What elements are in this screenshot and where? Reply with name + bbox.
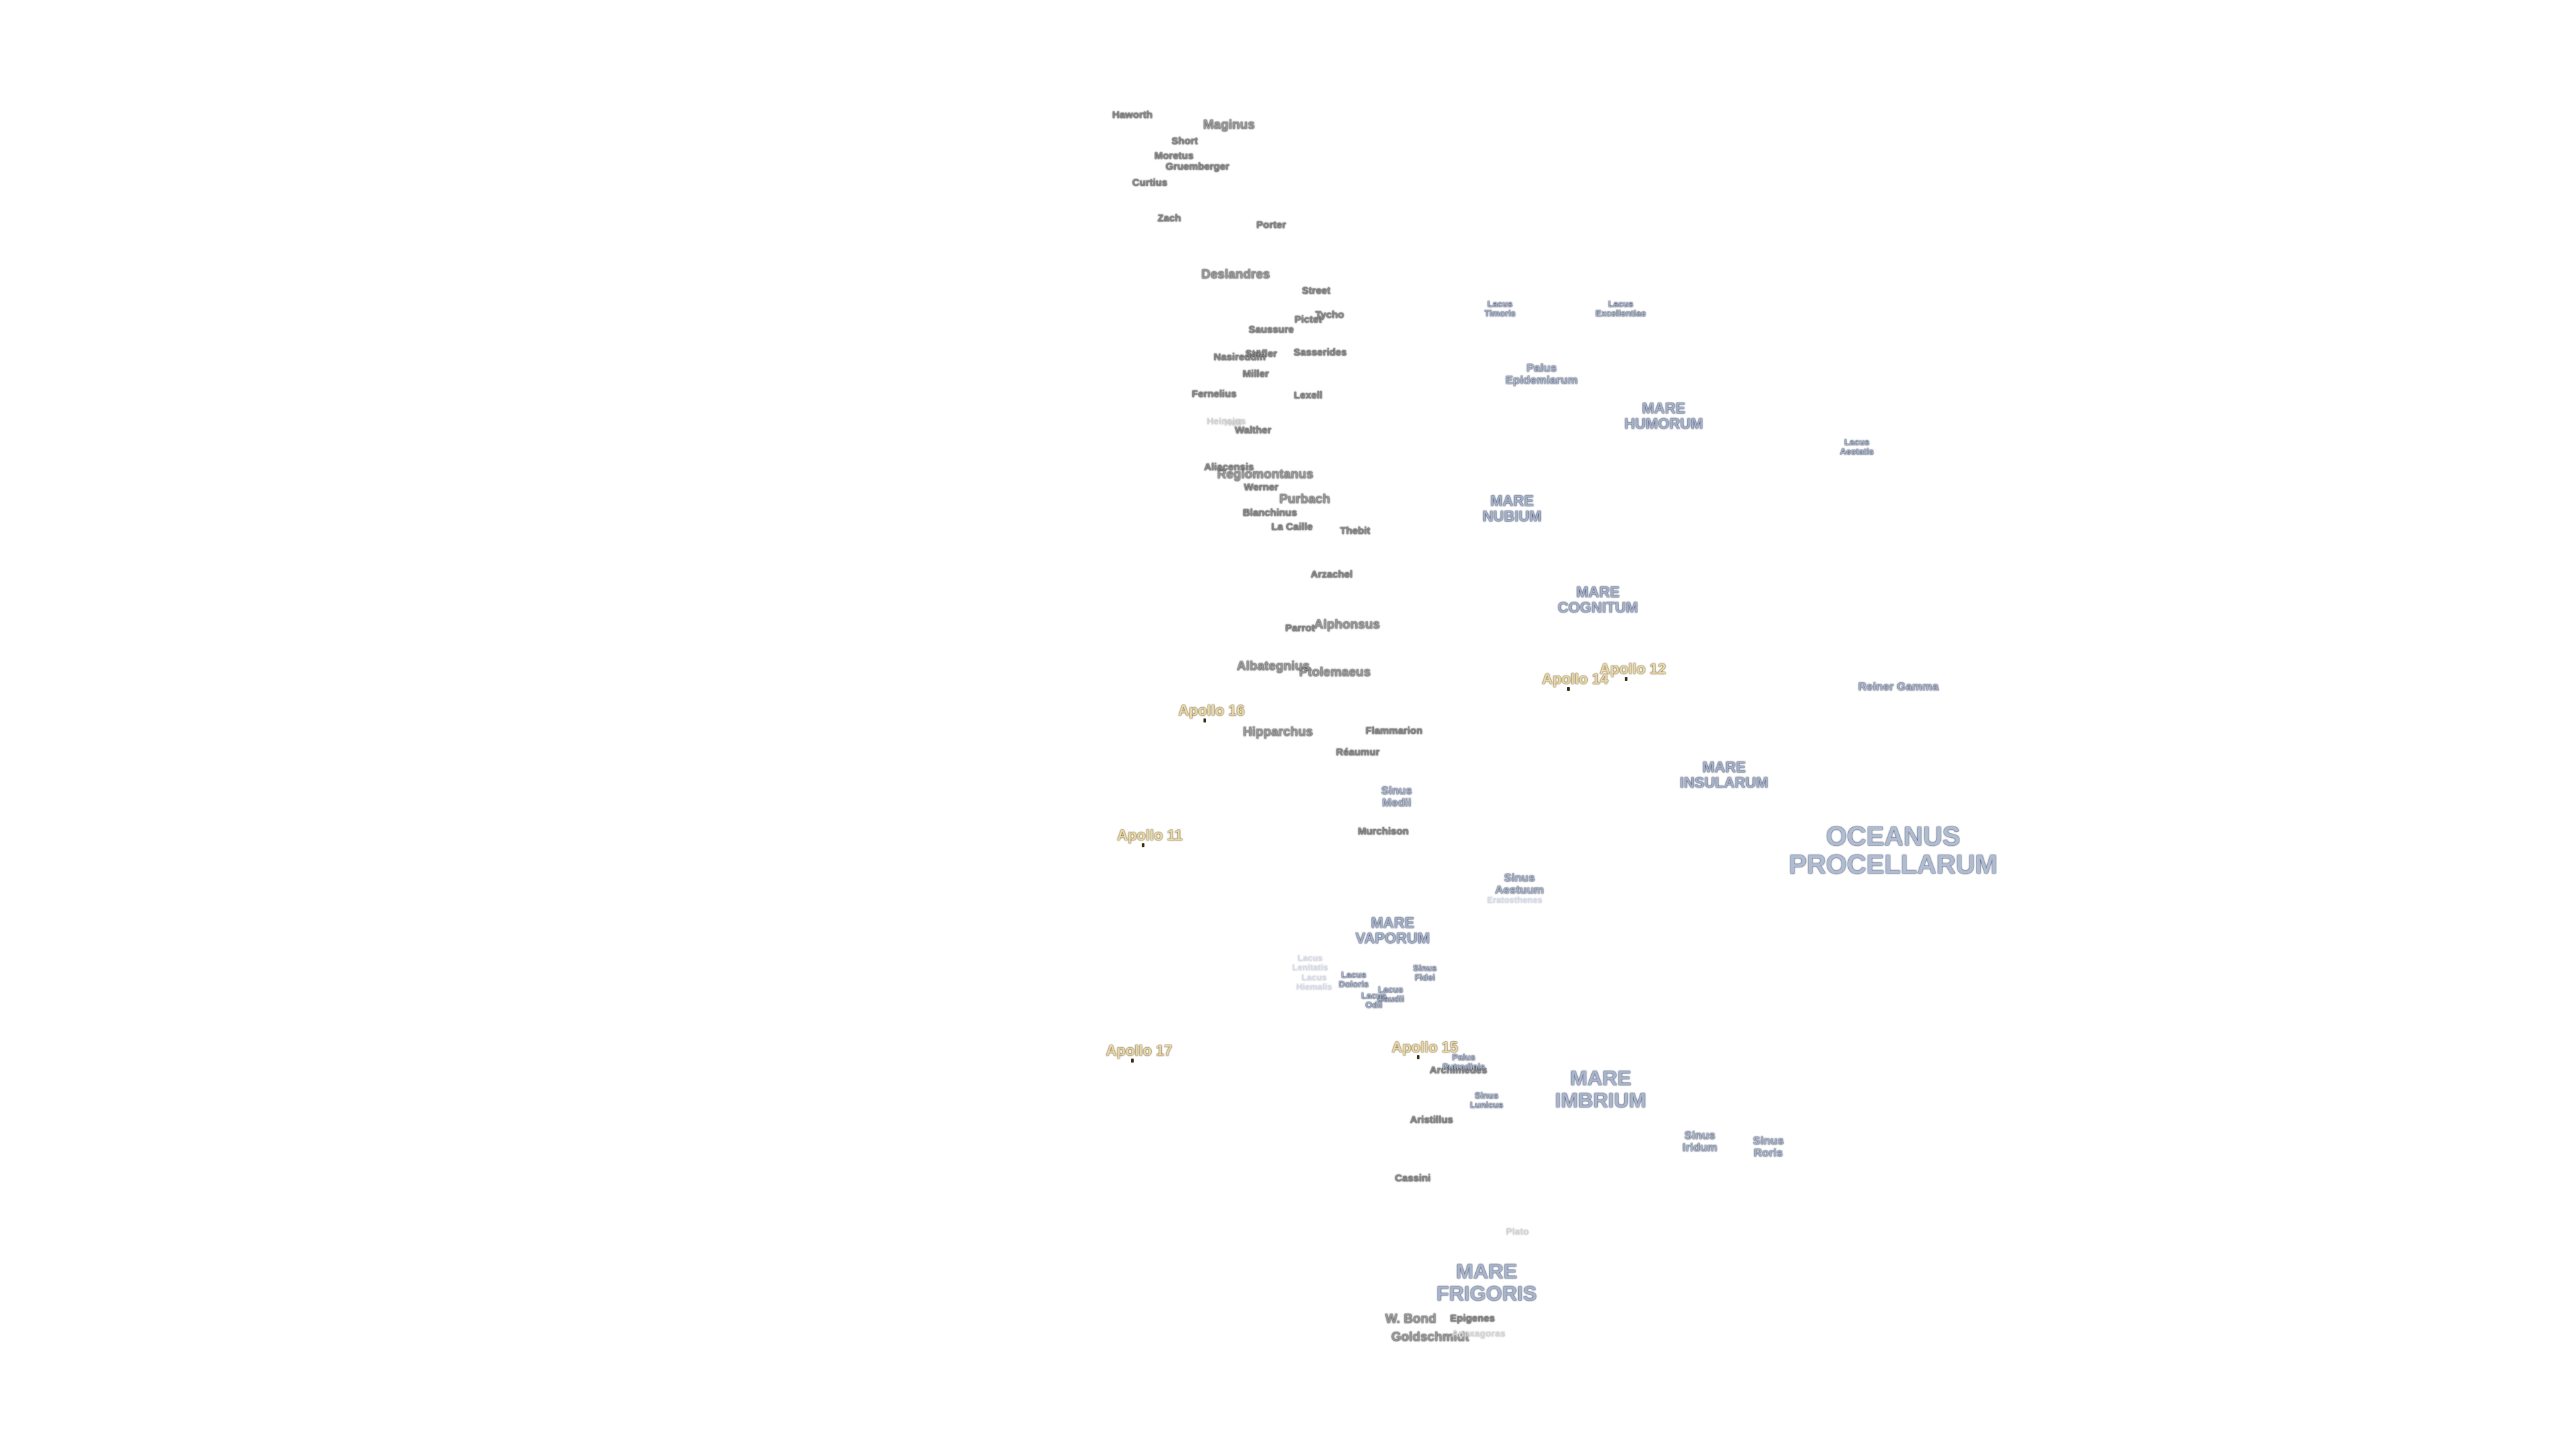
- map-label-oceanus-procellarum: OCEANUS PROCELLARUM: [1788, 822, 1998, 879]
- map-label-lacus-timoris: Lacus Timoris: [1484, 299, 1516, 318]
- landing-site-marker-icon: [1142, 843, 1144, 847]
- map-label-moretus: Moretus: [1154, 150, 1194, 162]
- map-label-apollo-16[interactable]: Apollo 16: [1178, 702, 1245, 719]
- map-label-miller: Miller: [1242, 368, 1269, 380]
- map-label-albategnius: Albategnius: [1236, 659, 1310, 674]
- map-label-fernelius: Fernelius: [1191, 388, 1237, 400]
- map-label-goldschmidt: Goldschmidt: [1391, 1330, 1470, 1345]
- map-label-reiner-gamma: Reiner Gamma: [1858, 680, 1939, 694]
- map-label-hipparchus: Hipparchus: [1242, 725, 1313, 740]
- map-label-murchison: Murchison: [1358, 826, 1409, 838]
- map-label-arzachel: Arzachel: [1310, 569, 1353, 581]
- map-label-r-aumur: Réaumur: [1336, 747, 1380, 759]
- map-label-flammarion: Flammarion: [1365, 725, 1423, 737]
- map-label-plato: Plato: [1505, 1226, 1529, 1237]
- map-label-aliacensis: Aliacensis: [1203, 462, 1254, 474]
- map-label-purbach: Purbach: [1279, 492, 1331, 507]
- map-label-sinus-roris: Sinus Roris: [1752, 1134, 1784, 1159]
- landing-site-marker-icon: [1131, 1059, 1134, 1063]
- map-label-saussure: Saussure: [1248, 324, 1294, 336]
- map-label-la-caille: La Caille: [1271, 521, 1313, 533]
- map-label-blanchinus: Blanchinus: [1242, 507, 1297, 519]
- map-label-street: Street: [1301, 285, 1331, 297]
- map-label-gruemberger: Gruemberger: [1165, 161, 1230, 173]
- map-label-deslandres: Deslandres: [1201, 268, 1271, 282]
- map-label-apollo-12[interactable]: Apollo 12: [1599, 660, 1666, 678]
- map-label-tycho: Tycho: [1315, 309, 1344, 321]
- map-label-porter: Porter: [1256, 219, 1287, 231]
- map-label-mare-humorum: MARE HUMORUM: [1624, 399, 1703, 432]
- map-label-parrot: Parrot: [1285, 623, 1316, 635]
- map-label-palus-putredinis: Palus Putredinis: [1442, 1052, 1485, 1071]
- landing-site-marker-icon: [1203, 718, 1206, 722]
- map-label-lacus-odii: Lacus Odii: [1361, 990, 1387, 1010]
- map-label-curtius: Curtius: [1132, 177, 1168, 189]
- map-label-w-bond: W. Bond: [1385, 1312, 1436, 1327]
- map-label-cassini: Cassini: [1395, 1173, 1431, 1185]
- map-label-walther: Walther: [1234, 425, 1272, 437]
- map-label-thebit: Thebit: [1340, 525, 1371, 537]
- map-label-anaxagoras: Anaxagoras: [1451, 1328, 1506, 1339]
- landing-site-marker-icon: [1625, 677, 1627, 681]
- map-label-st-fler: Stöfler: [1245, 348, 1277, 360]
- map-label-zach: Zach: [1157, 213, 1181, 225]
- map-label-palus-epidemiarum: Palus Epidemiarum: [1505, 362, 1578, 386]
- map-label-archimedes: Archimedes: [1430, 1065, 1487, 1077]
- map-label-mare-frigoris: MARE FRIGORIS: [1436, 1259, 1537, 1305]
- map-label-mare-cognitum: MARE COGNITUM: [1558, 583, 1638, 616]
- map-label-werner: Werner: [1244, 482, 1279, 494]
- map-label-apollo-15[interactable]: Apollo 15: [1391, 1038, 1458, 1056]
- map-label-sinus-medii: Sinus Medii: [1381, 784, 1413, 809]
- map-label-short: Short: [1171, 136, 1198, 148]
- map-label-aristillus: Aristillus: [1409, 1114, 1454, 1126]
- map-label-lacus-hiemalis: Lacus Hiemalis: [1296, 972, 1332, 991]
- map-label-heinsius: Heinsius: [1206, 415, 1246, 427]
- map-label-lexell: Lexell: [1293, 390, 1323, 402]
- map-label-eratosthenes: Eratosthenes: [1487, 895, 1543, 906]
- map-label-sinus-fidei: Sinus Fidei: [1413, 963, 1437, 982]
- map-label-apollo-17[interactable]: Apollo 17: [1106, 1042, 1173, 1059]
- map-label-lacus-excellentiae: Lacus Excellentiae: [1595, 299, 1646, 318]
- map-label-alphonsus: Alphonsus: [1313, 618, 1381, 633]
- map-label-hell: Hell: [1224, 417, 1242, 428]
- map-label-sinus-iridum: Sinus Iridum: [1682, 1129, 1717, 1154]
- map-label-sinus-lunicus: Sinus Lunicus: [1470, 1090, 1503, 1110]
- map-label-sasserides: Sasserides: [1293, 347, 1347, 359]
- map-label-mare-insularum: MARE INSULARUM: [1680, 758, 1768, 791]
- map-label-mare-nubium: MARE NUBIUM: [1483, 492, 1542, 525]
- map-label-ptolemaeus: Ptolemaeus: [1299, 665, 1371, 680]
- map-label-mare-vaporum: MARE VAPORUM: [1355, 914, 1430, 947]
- landing-site-marker-icon: [1567, 687, 1570, 691]
- map-label-lacus-lenitatis: Lacus Lenitatis: [1292, 953, 1328, 972]
- map-label-haworth: Haworth: [1112, 109, 1152, 121]
- map-label-sinus-aestuum: Sinus Aestuum: [1495, 871, 1544, 896]
- map-label-epigenes: Epigenes: [1450, 1313, 1495, 1325]
- map-label-regiomontanus: Regiomontanus: [1217, 468, 1313, 482]
- map-label-apollo-11[interactable]: Apollo 11: [1117, 826, 1183, 844]
- map-label-maginus: Maginus: [1203, 118, 1255, 133]
- map-label-lacus-gaudii: Lacus Gaudii: [1377, 984, 1405, 1004]
- map-label-pictet: Pictet: [1294, 314, 1322, 326]
- map-label-mare-imbrium: MARE IMBRIUM: [1554, 1066, 1647, 1112]
- map-label-nasireddin: Nasireddin: [1214, 352, 1266, 364]
- map-label-lacus-aestatis: Lacus Aestatis: [1839, 437, 1874, 456]
- landing-site-marker-icon: [1417, 1055, 1419, 1059]
- map-label-apollo-14[interactable]: Apollo 14: [1542, 670, 1609, 688]
- map-label-lacus-doloris: Lacus Doloris: [1338, 969, 1369, 989]
